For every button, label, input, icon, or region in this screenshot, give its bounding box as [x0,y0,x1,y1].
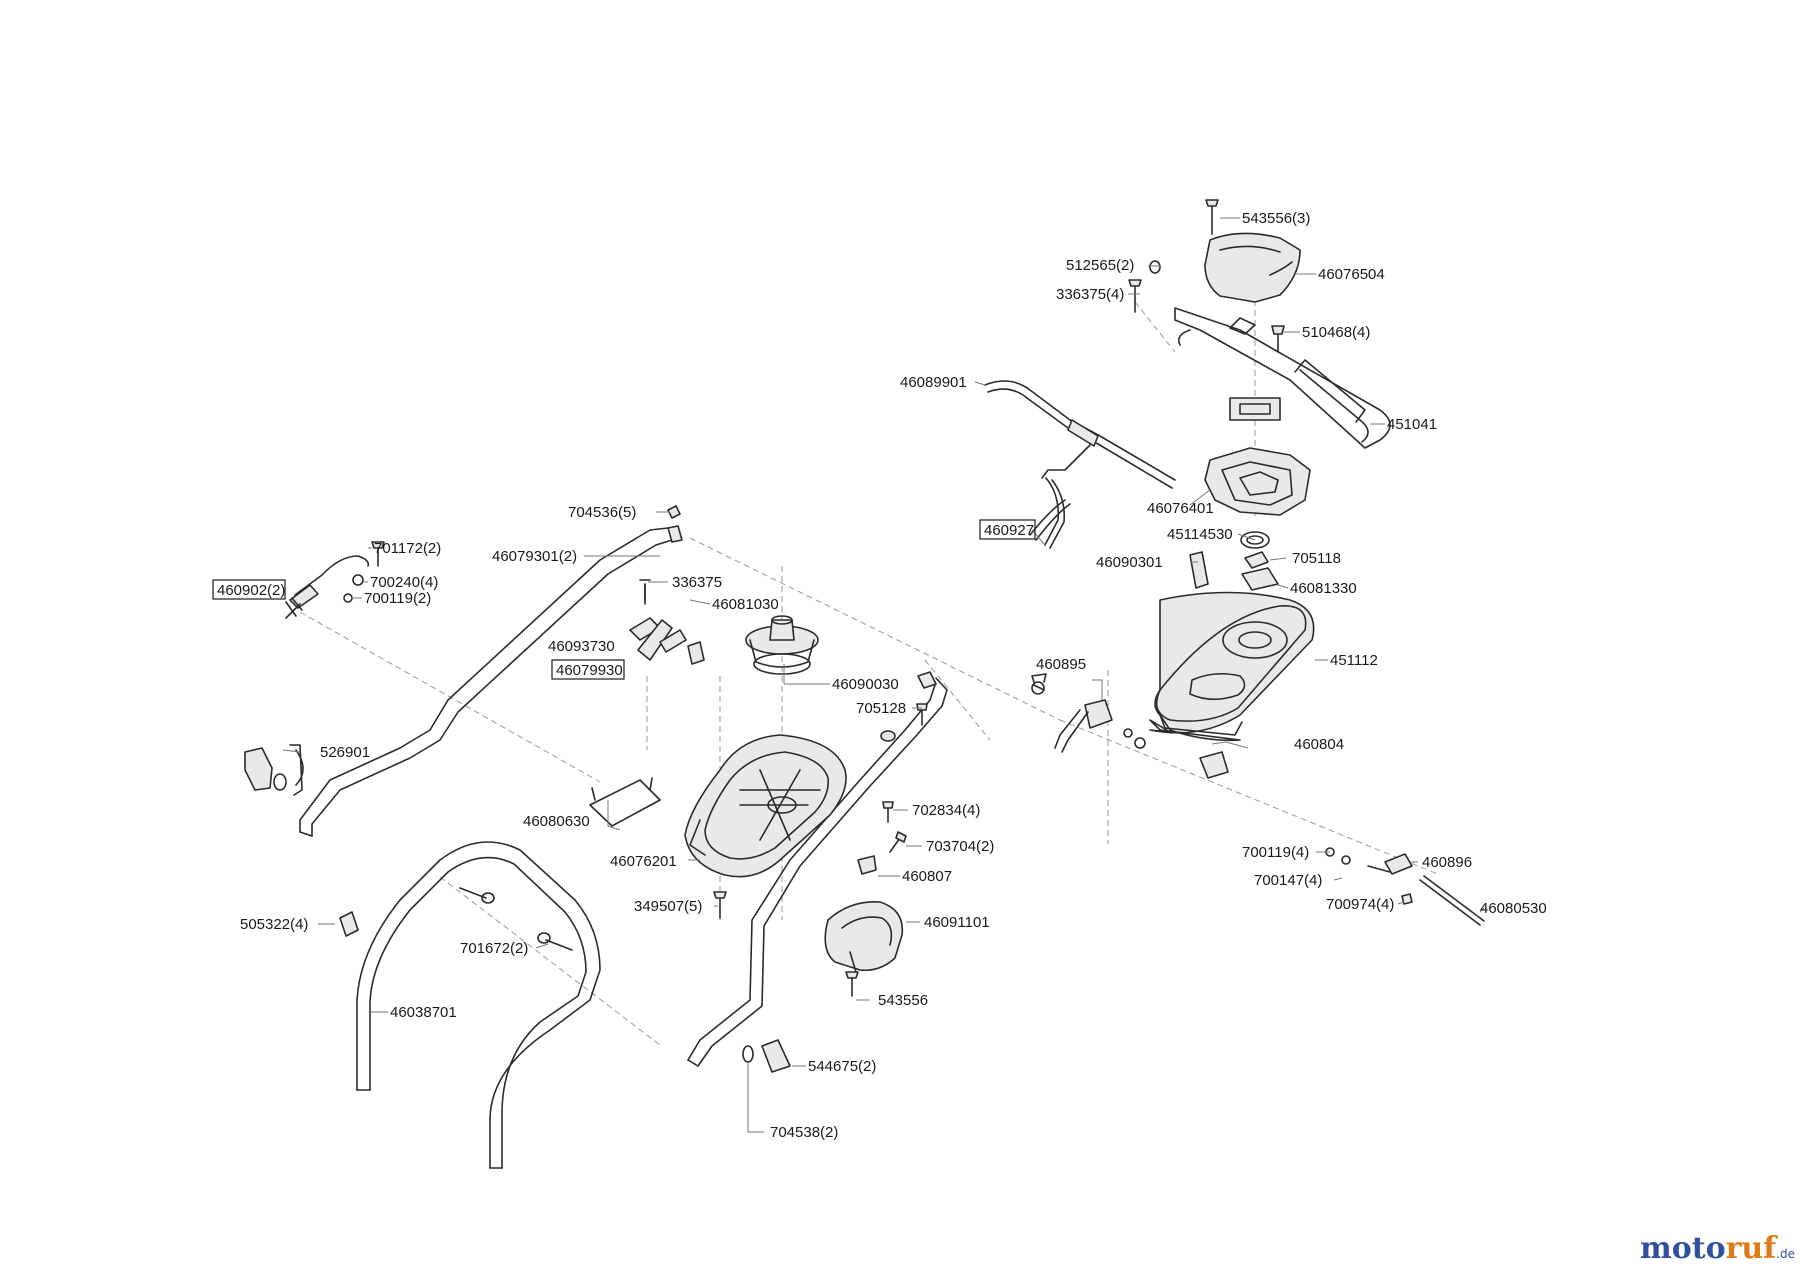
watermark-part1: moto [1640,1231,1726,1266]
label-box-460927 [979,519,1036,540]
label-46081330: 46081330 [1290,580,1357,597]
label-46093730: 46093730 [548,638,615,655]
handle-tube-left [299,525,683,837]
watermark-suffix: .de [1776,1247,1795,1261]
small-parts-right [1031,531,1279,695]
label-544675-2: 544675(2) [808,1058,876,1075]
label-505322-4: 505322(4) [240,916,308,933]
label-46076504: 46076504 [1318,266,1385,283]
guard-46091101 [824,901,904,973]
label-46090301: 46090301 [1096,554,1163,571]
label-46091101: 46091101 [924,914,990,931]
label-box-460902-2 [212,579,286,600]
label-704536-5: 704536(5) [568,504,636,521]
watermark-part2: ruf [1726,1231,1779,1266]
label-336375: 336375 [672,574,722,591]
base-plate [1149,591,1315,742]
label-700119-2: 700119(2) [364,590,431,607]
label-543556-3: 543556(3) [1242,210,1310,227]
label-349507-5: 349507(5) [634,898,702,915]
label-46079930: 46079930 [556,662,623,679]
label-460927: 460927 [984,522,1034,539]
bowden-cable [984,380,1176,541]
label-451112: 451112 [1330,652,1378,669]
motor-top [745,615,819,675]
screws [343,199,1413,997]
cable-460927 [1044,477,1066,549]
label-700119-4: 700119(4) [1242,844,1309,861]
knobs-left [244,744,791,1073]
label-543556: 543556 [878,992,928,1009]
label-46038701: 46038701 [390,1004,457,1021]
label-700240-4: 700240(4) [370,574,438,591]
label-702834-4: 702834(4) [912,802,980,819]
label-460807: 460807 [902,868,952,885]
small-parts-center [589,579,705,827]
switch-housing [1204,447,1311,516]
label-46089901: 46089901 [900,374,967,391]
label-512565-2: 512565(2) [1066,257,1134,274]
trigger-parts [1054,699,1485,926]
label-46079301-2: 46079301(2) [492,548,577,565]
top-handle-bar [1174,307,1391,449]
label-46081030: 46081030 [712,596,779,613]
label-45114530: 45114530 [1167,526,1233,543]
label-336375-4: 336375(4) [1056,286,1124,303]
part-labels: 543556(3) 46076504 512565(2) 336375(4) 5… [212,210,1547,1141]
label-box-46079930 [551,659,625,680]
motor-housing [684,734,847,878]
label-705128: 705128 [856,700,906,717]
label-701172-2: 701172(2) [374,540,441,557]
label-703704-2: 703704(2) [926,838,994,855]
label-700974-4: 700974(4) [1326,896,1394,913]
label-460896: 460896 [1422,854,1472,871]
label-704538-2: 704538(2) [770,1124,838,1141]
label-46080630: 46080630 [523,813,590,830]
watermark-logo: motoruf.de [1640,1231,1795,1266]
label-46080530: 46080530 [1480,900,1547,917]
top-cover [1204,232,1301,303]
label-46090030: 46090030 [832,676,899,693]
cable-460902 [285,555,370,619]
label-451041: 451041 [1387,416,1437,433]
label-46076201: 46076201 [610,853,677,870]
label-700147-4: 700147(4) [1254,872,1322,889]
lower-handle-u [356,841,601,1169]
label-526901: 526901 [320,744,370,761]
label-701672-2: 701672(2) [460,940,528,957]
label-510468-4: 510468(4) [1302,324,1370,341]
leader-lines [282,217,1485,1133]
label-460804: 460804 [1294,736,1344,753]
label-46076401: 46076401 [1147,500,1214,517]
label-460895: 460895 [1036,656,1086,673]
label-705118: 705118 [1292,550,1341,567]
label-460902-2: 460902(2) [217,582,285,599]
svg-text:motoruf.de: motoruf.de [1640,1231,1795,1266]
